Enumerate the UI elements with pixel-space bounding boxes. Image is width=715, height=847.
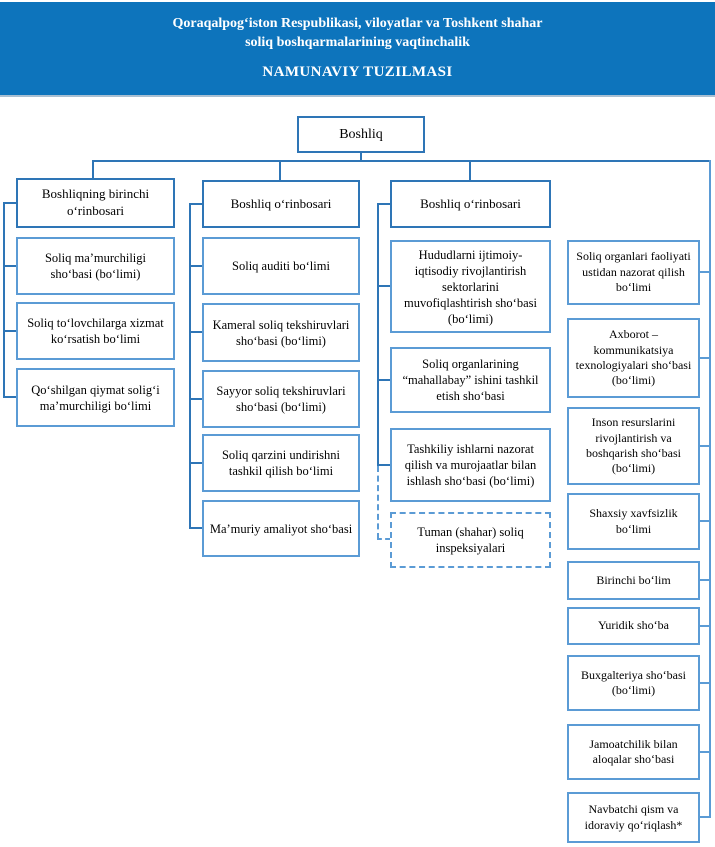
connector-root-stub <box>360 153 362 161</box>
connector-col4-stub-4 <box>700 579 711 581</box>
connector-col4-stub-6 <box>700 682 711 684</box>
box-col1-item-1: Soliq to‘lovchilarga xizmat ko‘rsatish b… <box>16 302 175 360</box>
connector-col2-stub-4 <box>189 527 202 529</box>
box-col4-item-6: Buxgalteriya sho‘basi (bo‘limi) <box>567 655 700 711</box>
banner-title: NAMUNAVIY TUZILMASI <box>262 63 453 80</box>
connector-col3-stub-2 <box>377 464 390 466</box>
connector-col3-stub-0 <box>377 285 390 287</box>
box-col4-item-4: Birinchi bo‘lim <box>567 561 700 600</box>
box-root-boshliq: Boshliq <box>297 116 425 153</box>
box-col2-item-1: Kameral soliq tekshiruvlari sho‘basi (bo… <box>202 303 360 362</box>
box-col2-header: Boshliq o‘rinbosari <box>202 180 360 228</box>
box-col4-item-2: Inson resurslarini rivojlantirish va bos… <box>567 407 700 485</box>
connector-col3-spine-dashed <box>377 466 379 539</box>
box-col3-item-2: Tashkiliy ishlarni nazorat qilish va mur… <box>390 428 551 502</box>
box-col3-item-1: Soliq organlarining “mahallabay” ishini … <box>390 347 551 413</box>
connector-col3-spine <box>377 203 379 466</box>
connector-top-horizontal <box>93 160 711 162</box>
connector-col4-stub-1 <box>700 357 711 359</box>
connector-col3-stub-header <box>377 203 390 205</box>
connector-drop-col1 <box>92 160 94 178</box>
connector-col2-stub-1 <box>189 331 202 333</box>
box-col4-item-5: Yuridik sho‘ba <box>567 607 700 645</box>
connector-col4-stub-8 <box>700 816 711 818</box>
connector-col2-stub-header <box>189 203 202 205</box>
box-col1-header: Boshliqning birinchi o‘rinbosari <box>16 178 175 228</box>
connector-col4-stub-2 <box>700 445 711 447</box>
connector-col2-stub-0 <box>189 265 202 267</box>
banner-line-1: Qoraqalpog‘iston Respublikasi, viloyatla… <box>172 16 543 31</box>
connector-col4-stub-3 <box>700 520 711 522</box>
connector-col1-stub-1 <box>3 330 16 332</box>
connector-drop-col3 <box>469 160 471 180</box>
box-col2-item-0: Soliq auditi bo‘limi <box>202 237 360 295</box>
box-col3-header: Boshliq o‘rinbosari <box>390 180 551 228</box>
box-col4-item-7: Jamoatchilik bilan aloqalar sho‘basi <box>567 724 700 780</box>
connector-col2-stub-3 <box>189 462 202 464</box>
connector-col1-stub-2 <box>3 396 16 398</box>
box-col4-item-8: Navbatchi qism va idoraviy qo‘riqlash* <box>567 792 700 843</box>
box-col3-item-3-dashed: Tuman (shahar) soliq inspeksiyalari <box>390 512 551 568</box>
box-col4-item-0: Soliq organlari faoliyati ustidan nazora… <box>567 240 700 305</box>
connector-col1-stub-0 <box>3 265 16 267</box>
connector-col4-stub-7 <box>700 751 711 753</box>
connector-col2-stub-2 <box>189 398 202 400</box>
connector-col3-stub-3-dashed <box>377 538 390 540</box>
box-col4-item-3: Shaxsiy xavfsizlik bo‘limi <box>567 493 700 550</box>
box-col2-item-2: Sayyor soliq tekshiruvlari sho‘basi (bo‘… <box>202 370 360 428</box>
box-col2-item-3: Soliq qarzini undirishni tashkil qilish … <box>202 434 360 492</box>
title-banner: Qoraqalpog‘iston Respublikasi, viloyatla… <box>0 2 715 97</box>
connector-col4-spine <box>709 160 711 818</box>
banner-line-2: soliq boshqarmalarining vaqtinchalik <box>245 34 470 50</box>
connector-col1-spine <box>3 202 5 398</box>
box-col1-item-2: Qo‘shilgan qiymat solig‘i ma’murchiligi … <box>16 368 175 427</box>
box-col4-item-1: Axborot – kommunikatsiya texnologiyalari… <box>567 318 700 398</box>
connector-col4-stub-5 <box>700 625 711 627</box>
connector-drop-col2 <box>279 160 281 180</box>
connector-col4-stub-0 <box>700 271 711 273</box>
connector-col1-stub-header <box>3 202 16 204</box>
box-col3-item-0: Hududlarni ijtimoiy-iqtisodiy rivojlanti… <box>390 240 551 333</box>
connector-col2-spine <box>189 203 191 529</box>
box-col2-item-4: Ma’muriy amaliyot sho‘basi <box>202 500 360 557</box>
box-col1-item-0: Soliq ma’murchiligi sho‘basi (bo‘limi) <box>16 237 175 295</box>
connector-col3-stub-1 <box>377 379 390 381</box>
